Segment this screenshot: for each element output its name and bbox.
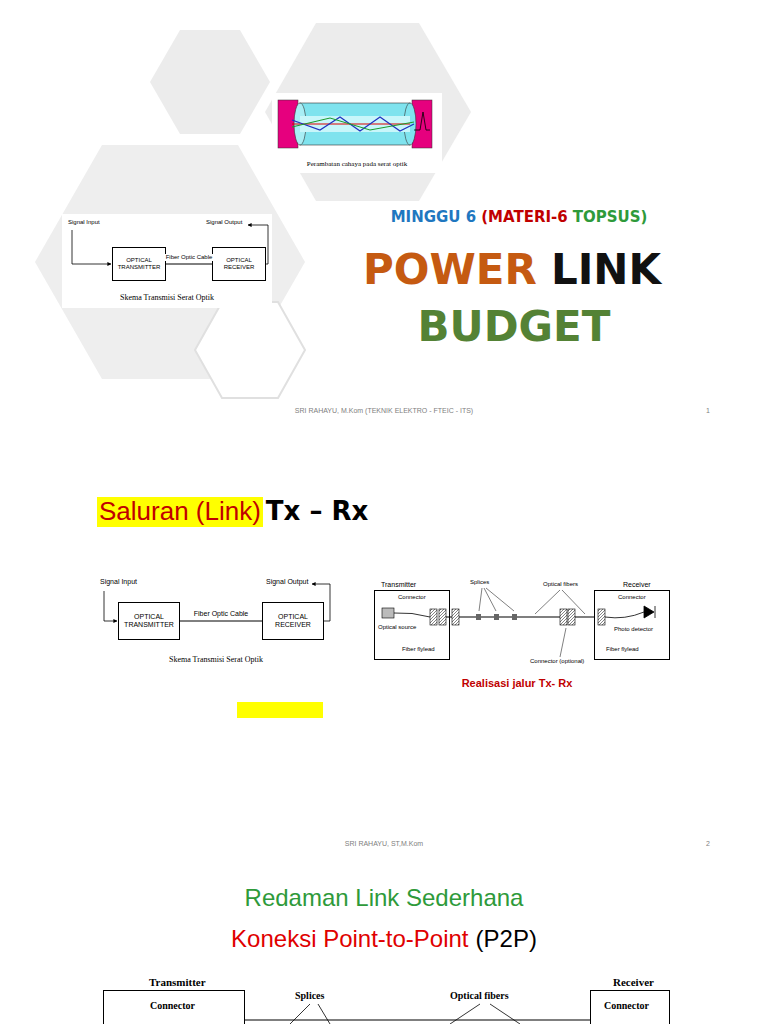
leader-line <box>479 588 514 611</box>
connector <box>568 609 575 625</box>
cable-label: Fiber Optic Cable <box>165 254 214 261</box>
slide-subtitle: (P2P) <box>476 925 537 953</box>
title-word: BUDGET <box>418 303 611 351</box>
splice <box>476 614 481 620</box>
box-label: OPTICAL TRANSMITTER <box>113 257 165 271</box>
slide-title: Tx – Rx <box>266 497 368 527</box>
part-name: Connector <box>398 594 426 601</box>
hexagon <box>150 30 270 134</box>
figure-caption: Realisasi jalur Tx- Rx <box>462 677 573 690</box>
footer: SRI RAHAYU, M.Kom (TEKNIK ELEKTRO - FTEI… <box>295 407 473 415</box>
slide-title: Redaman Link Sederhana <box>245 884 524 912</box>
title-word: POWER <box>363 246 537 294</box>
light-ray <box>292 118 414 130</box>
figure-caption: Skema Transmisi Serat Optik <box>169 655 263 664</box>
process-box: OPTICAL TRANSMITTER <box>112 247 166 281</box>
connector <box>430 609 437 625</box>
signal-name: Signal Input <box>100 578 137 586</box>
device-heading: Receiver <box>613 976 654 989</box>
part-name: Connector (optional) <box>530 658 584 665</box>
part-name: Connector <box>150 1000 195 1012</box>
process-box: OPTICAL RECEIVER <box>212 247 266 281</box>
photo-detector <box>644 606 655 618</box>
highlight-bar <box>237 702 323 718</box>
pulse <box>414 112 430 130</box>
device-heading: Transmitter <box>149 976 206 989</box>
heading: TOPSUS) <box>573 209 648 226</box>
leader-line <box>450 1004 520 1024</box>
part-name: Connector <box>604 1000 649 1012</box>
device-heading: Receiver <box>623 581 651 589</box>
process-box: OPTICAL TRANSMITTER <box>118 602 180 640</box>
part-name: Optical source <box>378 624 416 631</box>
leader-line <box>560 628 566 657</box>
connector <box>598 609 605 625</box>
hexagon-outline <box>195 302 305 398</box>
heading: MINGGU 6 <box>391 209 477 226</box>
page-number: 2 <box>706 840 710 848</box>
page-number: 1 <box>706 407 710 415</box>
signal-wire <box>72 230 111 264</box>
part-name: Splices <box>470 579 489 586</box>
part-name: Fiber flylead <box>402 646 435 653</box>
signal-wire <box>104 591 117 621</box>
box-label: OPTICAL RECEIVER <box>213 257 265 271</box>
cable-label: Fiber Optic Cable <box>193 610 249 618</box>
fiber-flylead <box>394 613 430 617</box>
fiber-cable <box>180 621 262 622</box>
part-name: Optical fibers <box>543 581 578 588</box>
slide-title: Saluran (Link) <box>97 497 263 527</box>
heading: (MATERI-6 <box>481 209 568 226</box>
image-ground <box>97 575 335 668</box>
connector <box>560 609 567 625</box>
connector <box>452 609 459 625</box>
part-name: Optical fibers <box>450 990 509 1002</box>
figure-caption: Skema Transmisi Serat Optik <box>120 293 214 302</box>
box-label: OPTICAL TRANSMITTER <box>119 613 179 629</box>
fiber-cable <box>166 264 212 265</box>
process-box: OPTICAL RECEIVER <box>262 602 324 640</box>
image-ground <box>272 93 442 173</box>
part-name: Photo detector <box>614 626 653 633</box>
title-word: LINK <box>551 246 661 294</box>
signal-name: Signal Output <box>266 578 308 586</box>
device-heading: Transmitter <box>381 581 416 589</box>
part-name: Connector <box>618 594 646 601</box>
slide-subtitle: Koneksi Point-to-Point <box>231 925 468 953</box>
leader-line <box>290 1004 330 1024</box>
box-label: OPTICAL RECEIVER <box>263 613 323 629</box>
part-name: Splices <box>295 990 324 1002</box>
splice <box>512 614 517 620</box>
signal-name: Signal Input <box>68 219 100 226</box>
figure-caption: Perambatan cahaya pada serat optik <box>307 160 407 168</box>
light-ray <box>292 117 414 131</box>
splice <box>494 614 499 620</box>
optical-fiber <box>245 1019 590 1020</box>
connector <box>439 609 446 625</box>
part-name: Fiber flylead <box>606 646 639 653</box>
optical-source <box>382 608 394 618</box>
image-ground <box>62 214 272 308</box>
footer: SRI RAHAYU, ST,M.Kom <box>345 840 423 848</box>
signal-name: Signal Output <box>206 219 242 226</box>
hexagon <box>265 23 471 201</box>
fiber-flylead <box>605 612 644 618</box>
